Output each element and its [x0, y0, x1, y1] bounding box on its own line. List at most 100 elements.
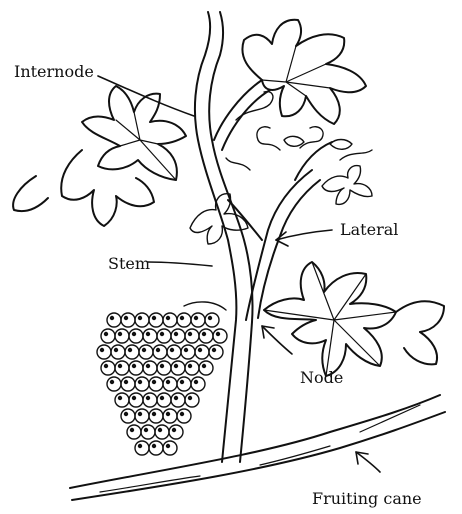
- grape-highlight: [167, 445, 170, 448]
- fruiting-cane: [70, 395, 445, 500]
- grape-highlight: [171, 349, 174, 352]
- grape-berry: [185, 329, 199, 343]
- grape-highlight: [189, 333, 192, 336]
- grape-berry: [199, 361, 213, 375]
- grape-berry: [149, 313, 163, 327]
- grape-highlight: [175, 365, 178, 368]
- grape-highlight: [139, 317, 142, 320]
- grape-highlight: [147, 365, 150, 368]
- grape-highlight: [105, 365, 108, 368]
- label-lateral: Lateral: [340, 222, 398, 238]
- grape-highlight: [181, 317, 184, 320]
- grape-berry: [149, 441, 163, 455]
- grape-berry: [181, 345, 195, 359]
- grape-berry: [139, 345, 153, 359]
- grape-berry: [163, 377, 177, 391]
- grape-highlight: [157, 349, 160, 352]
- grape-berry: [191, 377, 205, 391]
- stem-leader: [148, 262, 212, 266]
- grape-berry: [205, 313, 219, 327]
- grape-berry: [115, 329, 129, 343]
- grape-highlight: [125, 317, 128, 320]
- grape-berry: [171, 329, 185, 343]
- grape-berry: [125, 345, 139, 359]
- node-leader: [262, 326, 292, 354]
- grape-highlight: [161, 333, 164, 336]
- grape-highlight: [199, 349, 202, 352]
- grape-berry: [157, 329, 171, 343]
- label-node: Node: [300, 370, 343, 386]
- leaf-left: [13, 86, 186, 226]
- grape-highlight: [161, 397, 164, 400]
- grape-highlight: [195, 317, 198, 320]
- grape-berry: [171, 393, 185, 407]
- grape-highlight: [217, 333, 220, 336]
- grape-highlight: [105, 333, 108, 336]
- grape-highlight: [153, 317, 156, 320]
- grape-berry: [163, 409, 177, 423]
- grape-berry: [149, 409, 163, 423]
- grape-highlight: [189, 397, 192, 400]
- grape-berry: [127, 425, 141, 439]
- grape-berry: [115, 393, 129, 407]
- grape-highlight: [147, 397, 150, 400]
- grape-highlight: [181, 381, 184, 384]
- grape-berry: [143, 361, 157, 375]
- grape-highlight: [119, 365, 122, 368]
- grape-highlight: [125, 381, 128, 384]
- grape-highlight: [145, 429, 148, 432]
- leaf-right: [264, 262, 444, 376]
- grape-berry: [135, 409, 149, 423]
- grape-highlight: [139, 445, 142, 448]
- fruiting-cane-leader: [356, 452, 380, 472]
- grape-highlight: [139, 413, 142, 416]
- grape-highlight: [175, 397, 178, 400]
- grape-berry: [129, 329, 143, 343]
- grape-berry: [163, 313, 177, 327]
- grape-highlight: [203, 365, 206, 368]
- grape-berry: [135, 377, 149, 391]
- grape-berry: [143, 329, 157, 343]
- grape-berry: [171, 361, 185, 375]
- grape-berry: [185, 361, 199, 375]
- grape-highlight: [153, 445, 156, 448]
- grape-highlight: [111, 317, 114, 320]
- grape-berry: [107, 377, 121, 391]
- grape-berry: [177, 409, 191, 423]
- grape-berry: [163, 441, 177, 455]
- grape-highlight: [133, 365, 136, 368]
- grape-berry: [141, 425, 155, 439]
- grape-highlight: [213, 349, 216, 352]
- grape-highlight: [119, 333, 122, 336]
- grape-berry: [157, 361, 171, 375]
- grape-berry: [121, 313, 135, 327]
- grape-highlight: [153, 381, 156, 384]
- grape-berry: [129, 393, 143, 407]
- grape-highlight: [167, 381, 170, 384]
- grape-berry: [129, 361, 143, 375]
- grape-berry: [149, 377, 163, 391]
- lateral-leader: [276, 230, 332, 240]
- grape-highlight: [115, 349, 118, 352]
- grape-berry: [135, 441, 149, 455]
- grape-highlight: [139, 381, 142, 384]
- grape-berry: [101, 361, 115, 375]
- grape-berry: [97, 345, 111, 359]
- grape-berry: [167, 345, 181, 359]
- grape-berry: [177, 313, 191, 327]
- grape-berry: [185, 393, 199, 407]
- grape-highlight: [209, 317, 212, 320]
- grape-highlight: [181, 413, 184, 416]
- grape-berry: [153, 345, 167, 359]
- grape-highlight: [203, 333, 206, 336]
- grape-highlight: [185, 349, 188, 352]
- grape-berry: [155, 425, 169, 439]
- grape-highlight: [161, 365, 164, 368]
- grape-highlight: [129, 349, 132, 352]
- grape-berry: [143, 393, 157, 407]
- grape-highlight: [133, 397, 136, 400]
- grape-highlight: [195, 381, 198, 384]
- label-internode: Internode: [14, 64, 94, 80]
- grape-berry: [135, 313, 149, 327]
- grape-highlight: [167, 413, 170, 416]
